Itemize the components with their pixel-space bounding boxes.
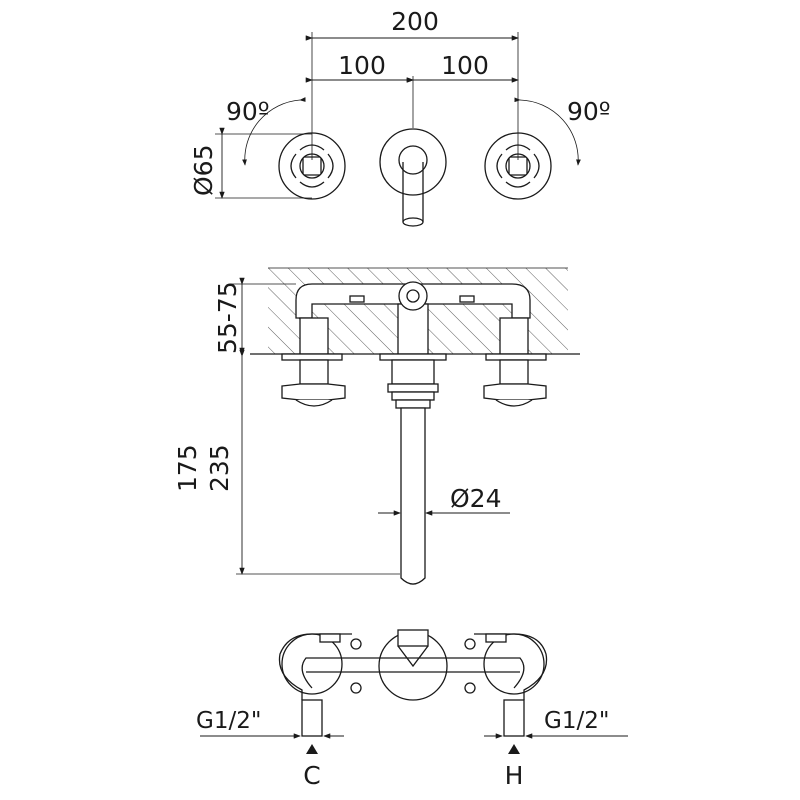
left-valve-bottom bbox=[281, 633, 343, 695]
screw-right-top bbox=[464, 638, 476, 650]
hot-inlet bbox=[503, 699, 525, 737]
rotation-right-label: 90º bbox=[567, 97, 611, 126]
top-view: 200 100 100 90º 90º Ø65 bbox=[189, 7, 611, 227]
bottom-view: G1/2" G1/2" C H bbox=[196, 629, 628, 790]
left-flange bbox=[281, 353, 343, 361]
cold-inlet bbox=[301, 699, 323, 737]
rotation-left-label: 90º bbox=[226, 97, 270, 126]
rotation-arc-right bbox=[514, 97, 581, 166]
handle-diameter-label: Ø65 bbox=[189, 145, 218, 197]
right-handle-top bbox=[484, 132, 552, 200]
screw-right-bottom bbox=[464, 682, 476, 694]
left-handle-top bbox=[278, 132, 346, 200]
left-handle-front bbox=[281, 359, 346, 407]
height-min-label: 175 bbox=[173, 444, 202, 492]
pipe-loop-inner bbox=[301, 657, 525, 689]
screw-left-bottom bbox=[350, 682, 362, 694]
dim-overall-width: 200 bbox=[391, 7, 439, 36]
spout-top bbox=[379, 128, 447, 227]
height-max-label: 235 bbox=[205, 444, 234, 492]
rotation-arc-left bbox=[242, 97, 306, 166]
hot-arrow-icon bbox=[508, 744, 520, 754]
depth-range-label: 55-75 bbox=[213, 281, 242, 354]
hot-label: H bbox=[505, 761, 524, 790]
cold-label: C bbox=[303, 761, 320, 790]
pin-right bbox=[485, 633, 507, 643]
right-flange bbox=[485, 353, 547, 361]
spout-front bbox=[387, 359, 439, 585]
left-thread-label: G1/2" bbox=[196, 708, 261, 734]
dim-right-spacing: 100 bbox=[441, 51, 489, 80]
spout-v-bottom bbox=[397, 645, 429, 668]
pin-left bbox=[319, 633, 341, 643]
spout-diameter-label: Ø24 bbox=[450, 484, 502, 513]
center-flange bbox=[379, 353, 447, 361]
front-view: 55-75 175 235 Ø24 bbox=[173, 267, 580, 585]
spout-hex-bottom bbox=[397, 629, 429, 647]
valve-body bbox=[295, 281, 531, 355]
right-handle-front bbox=[483, 359, 547, 407]
dim-left-spacing: 100 bbox=[338, 51, 386, 80]
cold-arrow-icon bbox=[306, 744, 318, 754]
screw-left-top bbox=[350, 638, 362, 650]
right-valve-bottom bbox=[483, 633, 545, 695]
right-thread-label: G1/2" bbox=[544, 708, 609, 734]
